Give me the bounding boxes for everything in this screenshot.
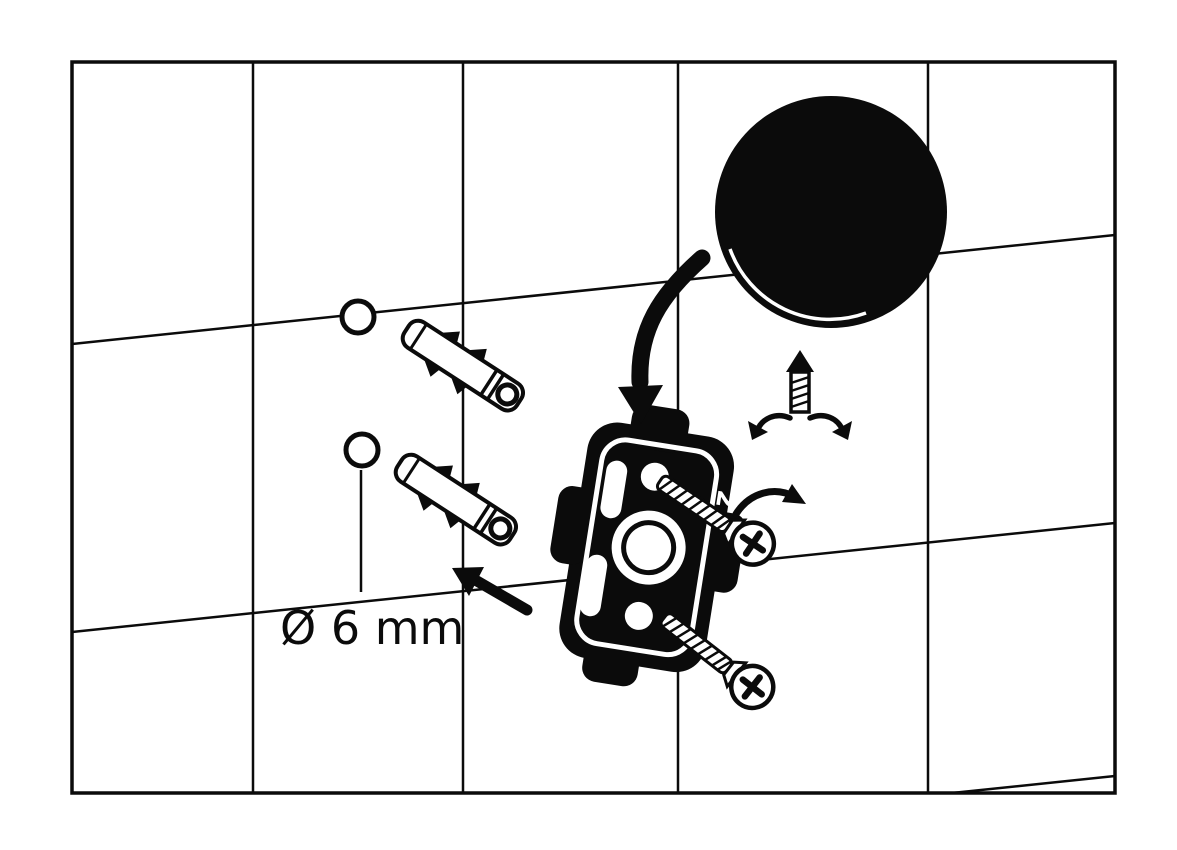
drill-holes: Ø 6 mm [280, 298, 464, 655]
drill-diameter-label: Ø 6 mm [280, 601, 464, 655]
twist-arrows [748, 412, 852, 440]
mount-pin-indicator [786, 350, 814, 414]
disc-rim-highlight [728, 248, 867, 322]
pin-arrowhead [786, 350, 814, 372]
wall-border [70, 60, 1117, 795]
plate-inner-outline [574, 437, 720, 658]
tiled-wall [70, 60, 1117, 795]
plate-screw-hole-lower [624, 601, 653, 630]
plate-slot-upper [600, 460, 628, 519]
mounting-plate: 2 [550, 404, 746, 687]
drill-hole-upper [339, 298, 377, 336]
hook-placement-arrow [618, 249, 711, 424]
screw-rotation-arrow [732, 484, 806, 518]
insert-anchor-arrow [452, 567, 533, 616]
plate-marking-label: 2 [709, 488, 741, 511]
hook-disc [715, 96, 947, 328]
plate-slot-lower [579, 554, 608, 617]
drill-hole-lower [343, 431, 381, 469]
